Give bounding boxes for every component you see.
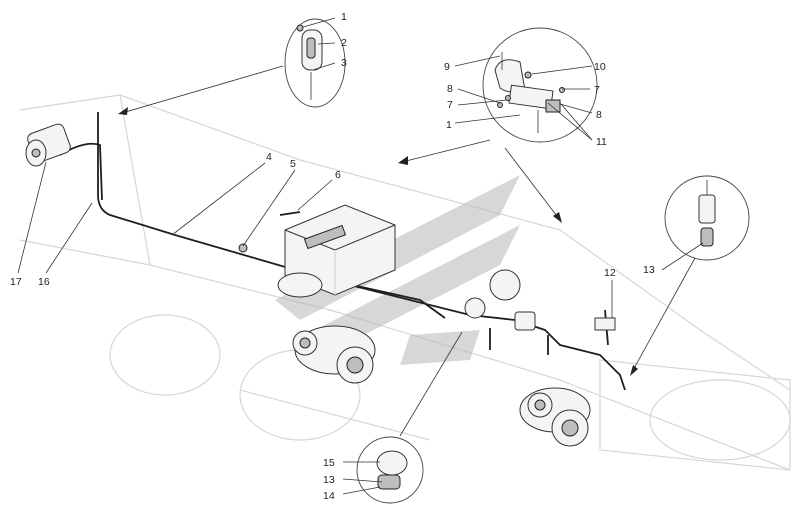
gearbox-left [277, 272, 376, 384]
callout-13-bottom: 13 [323, 474, 335, 486]
callout-8-left: 8 [447, 83, 453, 95]
connector-left [25, 123, 71, 167]
chassis-outline [19, 94, 791, 471]
callout-14: 14 [323, 490, 335, 502]
callout-4: 4 [266, 151, 272, 163]
callout-6: 6 [335, 169, 341, 181]
inset-bottom [356, 436, 424, 504]
callout-17: 17 [10, 276, 22, 288]
callout-12: 12 [604, 267, 616, 279]
callout-10: 10 [594, 61, 606, 73]
inset-right [664, 175, 750, 261]
leader-lines [17, 17, 704, 495]
control-box [284, 204, 396, 296]
valve-middle [464, 269, 616, 331]
pointer-arrows [118, 65, 696, 437]
inset-top [284, 18, 346, 108]
callout-1-inset: 1 [446, 119, 452, 131]
callout-16: 16 [38, 276, 50, 288]
callout-3: 3 [341, 57, 347, 69]
gearbox-right [519, 387, 591, 447]
callout-2: 2 [341, 37, 347, 49]
connector-5 [238, 243, 248, 253]
callout-labels: 1 2 3 4 5 6 9 10 8 7 1 7 8 11 12 13 15 1… [10, 11, 655, 502]
callout-9: 9 [444, 61, 450, 73]
callout-15: 15 [323, 457, 335, 469]
inset-upper-right [482, 27, 598, 143]
callout-5: 5 [290, 158, 296, 170]
callout-13-right: 13 [643, 264, 655, 276]
callout-8-right: 8 [596, 109, 602, 121]
callout-7-left: 7 [447, 99, 453, 111]
callout-11: 11 [596, 136, 607, 148]
callout-1: 1 [341, 11, 347, 23]
callout-7-right: 7 [594, 84, 600, 96]
